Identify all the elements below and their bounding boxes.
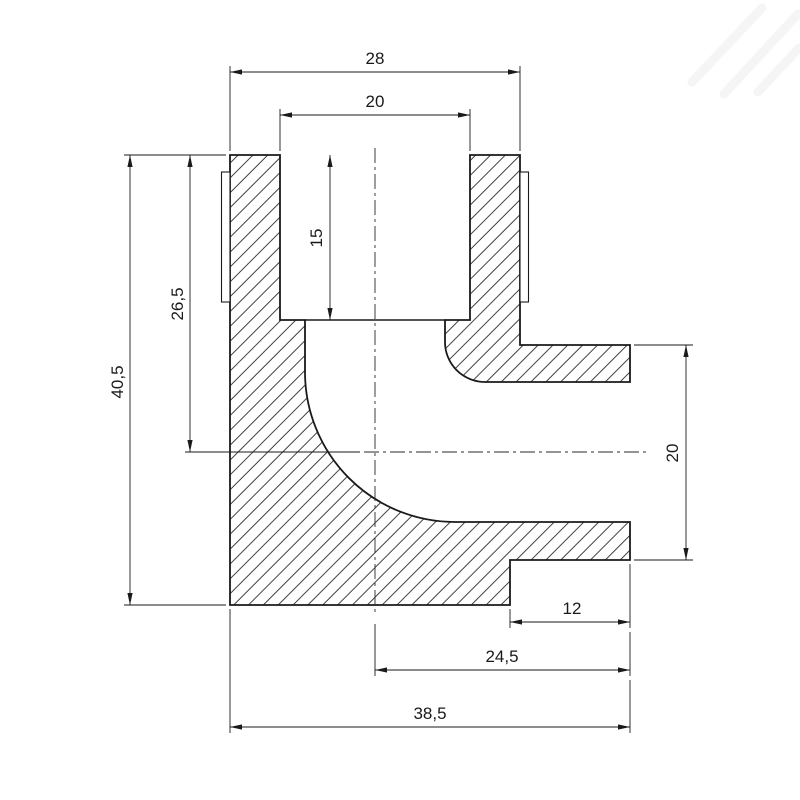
- dim-label-socket-bore: 20: [366, 92, 385, 111]
- inner-corner-section: [444, 154, 631, 383]
- dim-label-spigot-diameter: 20: [663, 444, 682, 463]
- dimension-socket-bore: 20: [279, 92, 471, 151]
- dimension-axis-to-end: 24,5: [374, 624, 631, 676]
- dimension-face-to-axis: 26,5: [168, 155, 360, 453]
- dim-label-socket-depth: 15: [307, 229, 326, 248]
- dimension-top-outer-width: 28: [229, 49, 521, 151]
- corner-smudge: [687, 3, 800, 99]
- right-collar-strip: [519, 171, 530, 303]
- dim-label-overall-height: 40,5: [108, 365, 127, 398]
- part-section: [220, 154, 631, 606]
- dimension-overall-width: 38,5: [229, 609, 631, 733]
- dim-label-top-outer-width: 28: [366, 49, 385, 68]
- dimension-socket-depth: 15: [307, 155, 333, 320]
- left-collar-strip: [220, 171, 231, 303]
- dim-label-face-to-axis: 26,5: [168, 287, 187, 320]
- outer-wall-section: [229, 154, 631, 606]
- dim-label-axis-to-end: 24,5: [485, 647, 518, 666]
- dim-label-overall-width: 38,5: [413, 704, 446, 723]
- centerlines: [364, 148, 646, 616]
- dimension-spigot-diameter: 20: [634, 344, 693, 561]
- dimension-spigot-length: 12: [509, 564, 631, 628]
- dim-label-spigot-length: 12: [563, 599, 582, 618]
- dimension-overall-height: 40,5: [108, 154, 226, 606]
